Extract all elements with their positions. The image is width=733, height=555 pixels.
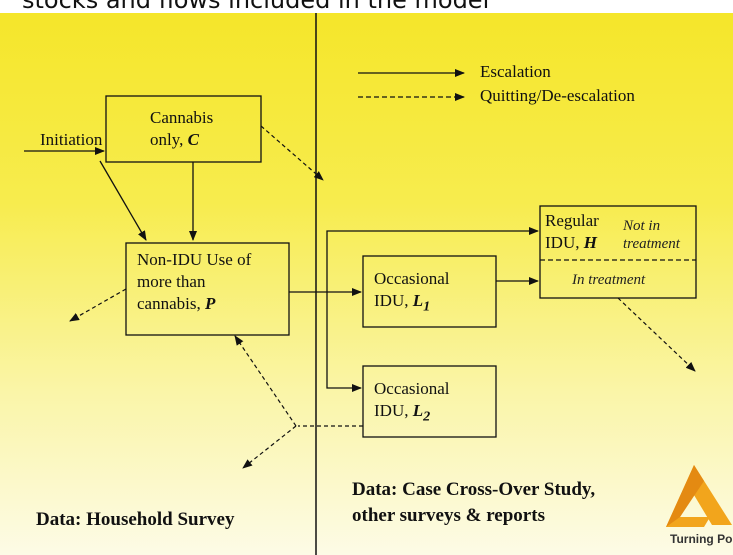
logo-text: Turning Poir xyxy=(670,532,733,546)
page-title: stocks and flows included in the model xyxy=(22,0,490,14)
cannabis-line2: only, C xyxy=(150,130,199,149)
cannabis-box xyxy=(105,95,262,163)
occ-l2-symbol: L xyxy=(412,401,424,420)
non-idu-line3: cannabis, P xyxy=(137,294,216,313)
occ-l1-symbol: L xyxy=(412,291,424,310)
cannabis-box-label: Cannabis only, C xyxy=(150,107,213,151)
occasional-l2-box xyxy=(362,365,497,438)
non-idu-line2: more than xyxy=(137,272,206,291)
l2-to-nonidu-arrow xyxy=(234,335,297,427)
cannabis-quit-arrow xyxy=(260,125,324,181)
initiation-to-nonidu-arrow xyxy=(99,160,147,241)
flow-diagram xyxy=(24,13,697,555)
data-source-case-crossover: Data: Case Cross-Over Study, other surve… xyxy=(352,479,596,526)
occasional-l2-label: Occasional IDU, L2 xyxy=(374,378,450,427)
cannabis-symbol: C xyxy=(187,130,199,149)
legend-escalation-label: Escalation xyxy=(480,62,551,81)
occ-l1-subscript: 1 xyxy=(423,298,431,315)
regular-symbol: H xyxy=(583,233,597,252)
regular-line1: Regular xyxy=(545,211,599,230)
occ-l2-line1: Occasional xyxy=(374,379,450,398)
l2-quit-arrow xyxy=(242,425,297,469)
occasional-l1-label: Occasional IDU, L1 xyxy=(374,268,450,317)
data-source-household: Data: Household Survey xyxy=(36,509,235,530)
non-idu-symbol: P xyxy=(204,294,216,313)
occasional-l1-box xyxy=(362,255,497,328)
regular-line2: IDU, H xyxy=(545,233,597,252)
non-idu-line1: Non-IDU Use of xyxy=(137,250,252,269)
not-in-treatment-label: Not in treatment xyxy=(623,218,680,252)
regular-idu-label: Regular IDU, H xyxy=(545,210,599,254)
initiation-label: Initiation xyxy=(40,130,103,149)
diagram-slide: Escalation Quitting/De-escalation Initia… xyxy=(0,13,733,555)
occ-l2-subscript: 2 xyxy=(423,408,431,425)
occ-l1-line1: Occasional xyxy=(374,269,450,288)
occ-l1-line2: IDU, L1 xyxy=(374,291,431,315)
nonidu-to-regular-arrow xyxy=(326,227,539,292)
turning-point-logo xyxy=(666,465,732,527)
non-idu-box-label: Non-IDU Use of more than cannabis, P xyxy=(137,249,251,315)
cannabis-line1: Cannabis xyxy=(150,108,214,127)
occ-l2-line2: IDU, L2 xyxy=(374,401,431,425)
regular-quit-arrow xyxy=(617,297,696,372)
nonidu-to-l2-arrow xyxy=(326,292,362,392)
legend-quitting-label: Quitting/De-escalation xyxy=(480,86,635,105)
in-treatment-label: In treatment xyxy=(572,272,646,288)
nonidu-quit-arrow xyxy=(69,288,127,322)
